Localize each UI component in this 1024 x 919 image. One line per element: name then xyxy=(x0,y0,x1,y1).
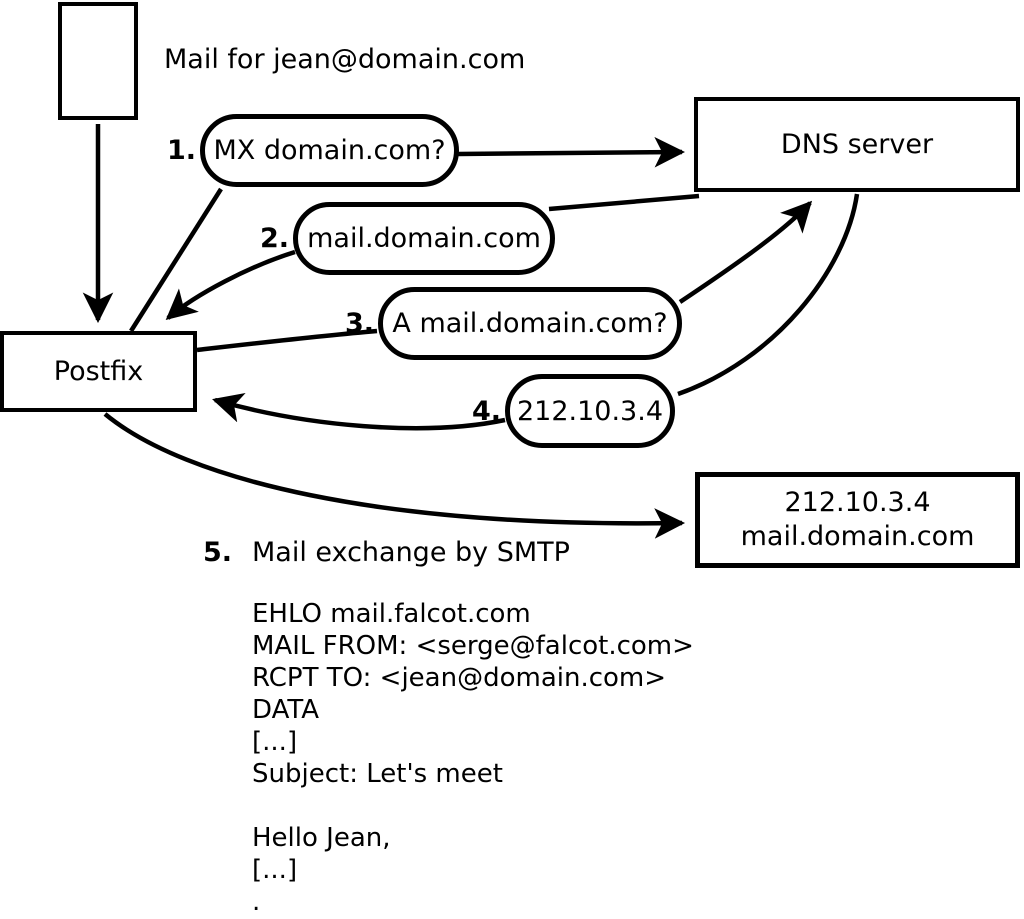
step3-number: 3. xyxy=(344,308,374,339)
line-postfix-to-step3 xyxy=(196,328,378,353)
step4-pill-a-answer: 212.10.3.4 xyxy=(505,374,675,448)
step2-number: 2. xyxy=(259,223,289,254)
step1-pill-mx-query: MX domain.com? xyxy=(200,114,459,187)
diagram-title: Mail for jean@domain.com xyxy=(164,44,526,75)
mail-host-name: mail.domain.com xyxy=(740,521,975,552)
dns-server-node: DNS server xyxy=(694,97,1020,192)
postfix-node: Postfix xyxy=(0,331,197,412)
arrow-step4-to-postfix xyxy=(212,392,506,431)
arrow-step3-to-dns xyxy=(678,200,813,304)
step5-number: 5. xyxy=(203,537,233,568)
step3-pill-a-query: A mail.domain.com? xyxy=(378,287,682,360)
line-dns-to-step2 xyxy=(548,193,700,212)
line-postfix-to-step1 xyxy=(129,187,223,333)
step2-pill-mx-answer: mail.domain.com xyxy=(293,202,555,275)
step1-number: 1. xyxy=(166,135,196,166)
line-dns-to-step4 xyxy=(677,193,860,397)
arrow-step1-to-dns xyxy=(457,136,686,168)
step5-label: Mail exchange by SMTP xyxy=(252,537,570,568)
smtp-session-text: EHLO mail.falcot.com MAIL FROM: <serge@f… xyxy=(252,599,694,917)
step4-number: 4. xyxy=(471,395,501,427)
arrow-step2-to-postfix xyxy=(165,249,296,320)
mail-host-ip: 212.10.3.4 xyxy=(784,487,931,518)
mail-message-node xyxy=(58,2,138,120)
mail-host-node: 212.10.3.4 mail.domain.com xyxy=(695,472,1020,568)
arrow-postfix-to-mailhost xyxy=(103,412,686,539)
